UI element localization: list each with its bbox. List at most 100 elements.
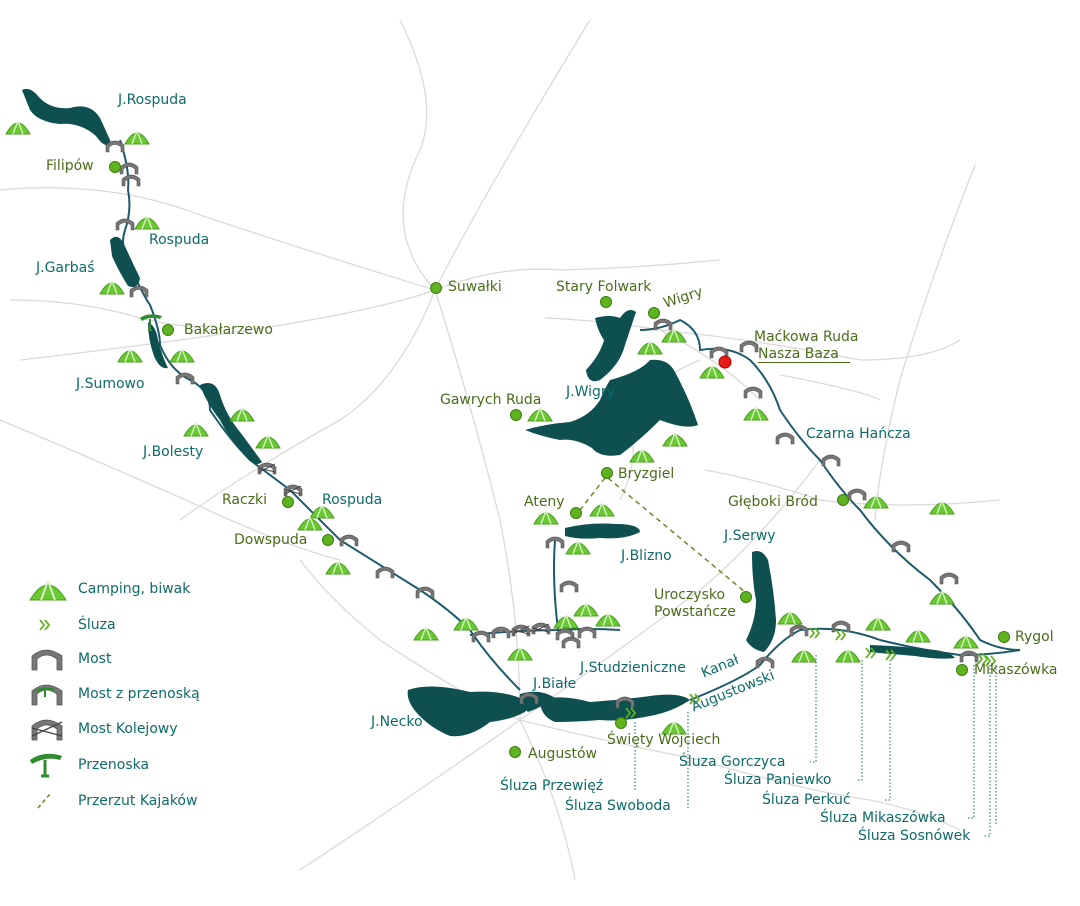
camping-tent-icon — [791, 648, 817, 663]
lake-label-studzieniczne: J.Studzieniczne — [580, 660, 686, 676]
camping-tent-icon — [533, 510, 559, 525]
bridge-icon — [511, 624, 531, 637]
place-label-rygol: Rygol — [1015, 629, 1054, 645]
lake-label-necko: J.Necko — [371, 714, 423, 730]
river-label-rospuda: Rospuda — [149, 232, 210, 248]
base-marker — [718, 355, 732, 369]
river-label-rospuda: Rospuda — [322, 492, 383, 508]
dashed-line-icon — [37, 793, 51, 809]
bridge-icon — [531, 622, 551, 635]
place-label-mackowa-ruda: Maćkowa Ruda — [754, 329, 859, 345]
lock-label-przewiez: Śluza Przewięź — [500, 778, 604, 794]
camping-tent-icon — [134, 215, 160, 230]
camping-tent-icon — [662, 432, 688, 447]
lake-label-biale: J.Białe — [533, 676, 577, 692]
bridge-icon — [105, 140, 125, 153]
place-label-suwalki: Suwałki — [448, 279, 502, 295]
bridge-icon — [939, 572, 959, 585]
lake-rospuda — [22, 88, 112, 146]
camping-tent-icon — [183, 422, 209, 437]
road-network — [0, 19, 1001, 881]
camping-tent-icon — [743, 406, 769, 421]
water-bodies — [22, 88, 955, 737]
lake-studzieniczne — [540, 694, 690, 722]
kayak-transfer-lines — [579, 477, 746, 593]
camping-tent-icon — [589, 502, 615, 517]
legend-item-przerzut: Przerzut Kajaków — [28, 788, 197, 814]
place-label-gawrych-ruda: Gawrych Ruda — [440, 392, 542, 408]
legend-item-camping: Camping, biwak — [28, 576, 190, 602]
lake-mikaszowka-reach — [870, 645, 955, 659]
camping-tent-icon — [99, 280, 125, 295]
lock-label-mikaszowka: Śluza Mikaszówka — [820, 810, 946, 826]
place-label-filipow: Filipów — [46, 158, 94, 174]
place-dots — [109, 161, 1010, 758]
camping-tent-icon — [169, 348, 195, 363]
camping-tent-icon — [507, 646, 533, 661]
legend-label: Most — [78, 651, 112, 667]
bridge-icon — [847, 488, 867, 501]
lake-label-sumowo: J.Sumowo — [76, 376, 145, 392]
lock-label-swoboda: Śluza Swoboda — [565, 798, 671, 814]
bridge-icon — [121, 174, 141, 187]
legend-label: Most Kolejowy — [78, 721, 178, 737]
lock-label-sosnowek: Śluza Sosnówek — [858, 828, 971, 844]
bridge-icon — [891, 540, 911, 553]
lake-label-rospuda: J.Rospuda — [118, 92, 187, 108]
bridge-icon — [577, 626, 597, 639]
lake-blizno — [565, 523, 640, 539]
camping-tent-icon — [905, 628, 931, 643]
bridge-icon — [653, 318, 673, 331]
bridge-icon — [31, 649, 63, 671]
bridge-icon — [119, 162, 139, 175]
camping-tent-icon — [929, 500, 955, 515]
legend-item-przenoska: Przenoska — [28, 752, 149, 778]
place-label-uroczysko: Uroczysko — [654, 587, 726, 603]
camping-tent-icon — [29, 580, 67, 601]
lake-necko — [407, 686, 528, 737]
camping-tent-icon — [863, 494, 889, 509]
bridge-icon — [775, 432, 795, 445]
camping-tent-icon — [637, 340, 663, 355]
place-label-bryzgiel: Bryzgiel — [618, 466, 675, 482]
legend-label: Most z przenoską — [78, 686, 200, 702]
lake-serwy — [746, 551, 776, 652]
place-label-mikaszowka: Mikaszówka — [974, 662, 1058, 678]
place-label-augustow: Augustów — [528, 746, 598, 762]
camping-tent-icon — [527, 407, 553, 422]
bridge-portage-icon — [31, 684, 63, 706]
place-label-dowspuda: Dowspuda — [234, 532, 308, 548]
bridge-icon — [559, 580, 579, 593]
camping-tent-icon — [124, 130, 150, 145]
camping-tent-icon — [777, 610, 803, 625]
place-label-gleboki-brod: Głęboki Bród — [728, 494, 818, 510]
lock-label-gorczyca: Śluza Gorczyca — [679, 754, 786, 770]
legend-label: Camping, biwak — [78, 581, 191, 597]
camping-tent-icon — [325, 560, 351, 575]
camping-tent-icon — [117, 348, 143, 363]
lake-label-garbas: J.Garbaś — [36, 260, 95, 276]
camping-tent-icon — [229, 407, 255, 422]
bridge-icon — [339, 534, 359, 547]
bridge-icon — [959, 650, 979, 663]
camping-tent-icon — [255, 434, 281, 449]
camping-tent-icon — [565, 540, 591, 555]
bridge-markers — [105, 140, 979, 709]
lock-label-paniewko: Śluza Paniewko — [724, 772, 832, 788]
lock-chevrons-icon — [39, 619, 51, 631]
lake-label-blizno: J.Blizno — [621, 548, 672, 564]
lock-leader-lines — [634, 655, 997, 837]
place-label-bakalarzewo: Bakałarzewo — [184, 322, 273, 338]
lake-wigry — [525, 310, 698, 456]
bridge-icon — [755, 656, 775, 669]
place-label-powstancze: Powstańcze — [654, 604, 736, 620]
bridge-icon — [821, 454, 841, 467]
bridge-icon — [471, 630, 491, 643]
legend-item-most: Most — [28, 646, 111, 672]
legend-item-most-przenoska: Most z przenoską — [28, 681, 200, 707]
camping-tent-icon — [573, 602, 599, 617]
camping-tent-icon — [413, 626, 439, 641]
lake-sumowo — [148, 322, 168, 369]
legend-label: Śluza — [78, 617, 116, 633]
legend-item-most-kolejowy: Most Kolejowy — [28, 716, 178, 742]
